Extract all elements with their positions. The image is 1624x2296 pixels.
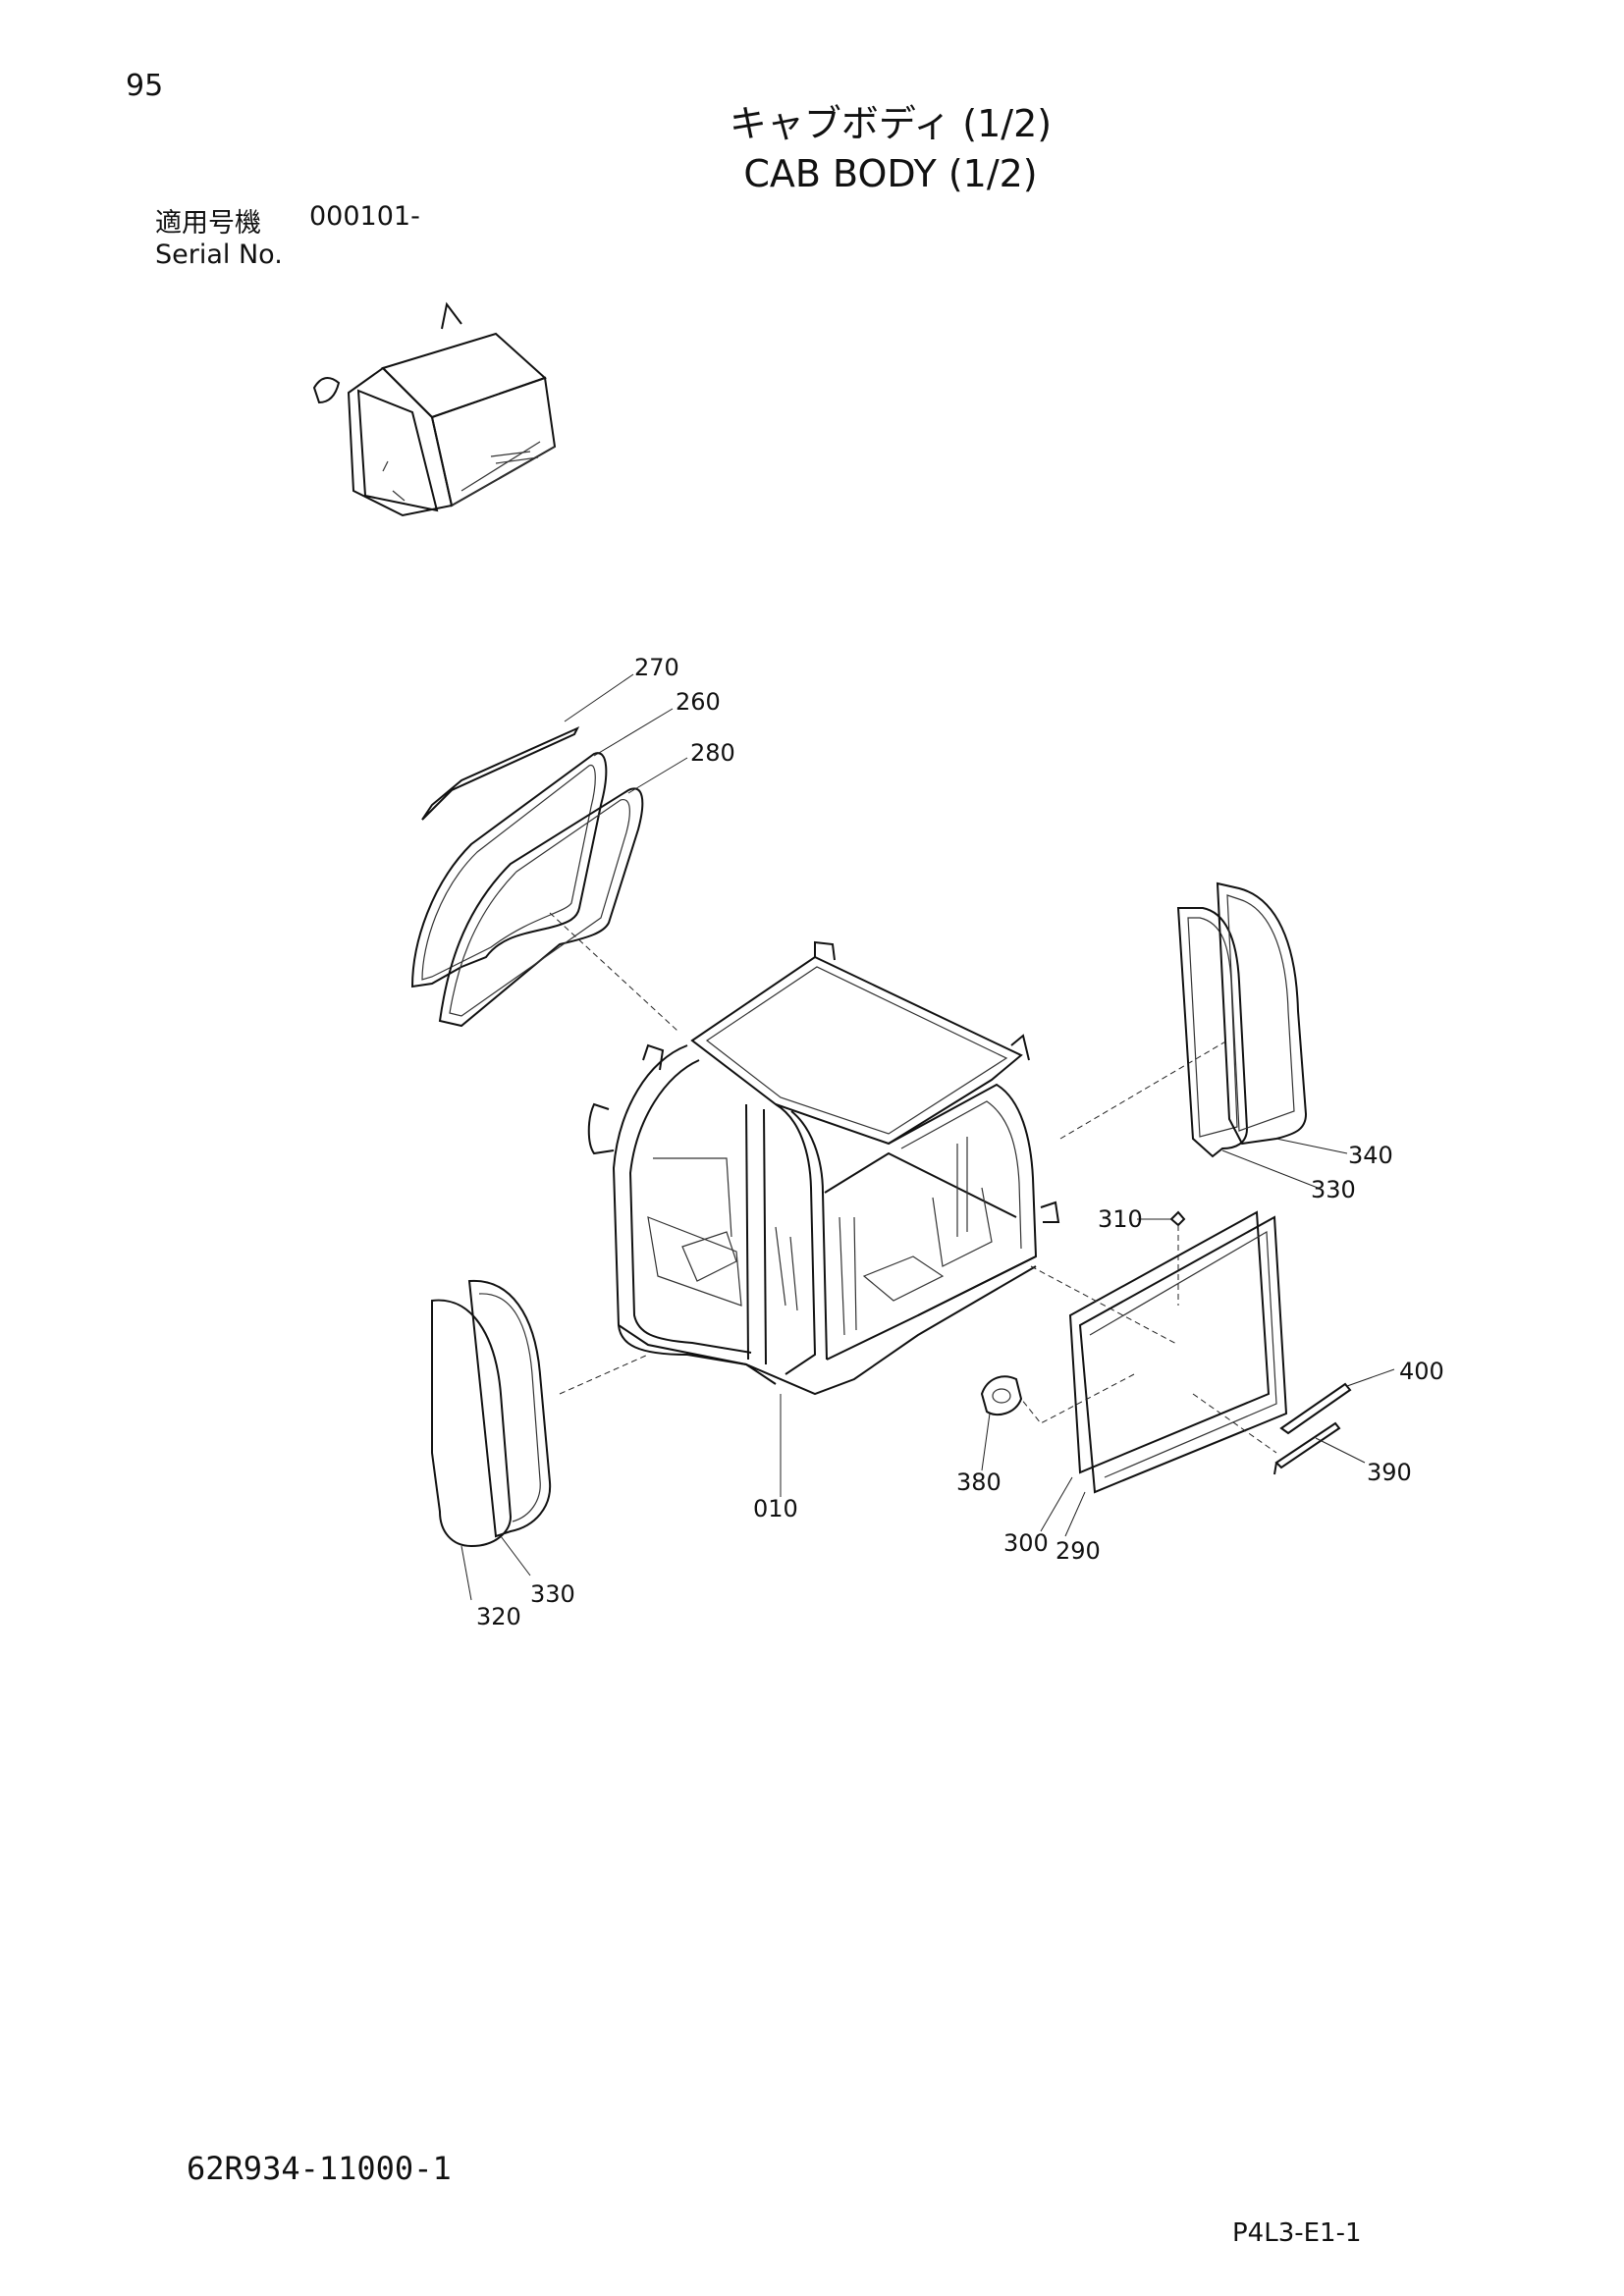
part-label-010: 010 <box>753 1495 798 1522</box>
part-label-330-right: 330 <box>1311 1176 1356 1203</box>
part-label-300: 300 <box>1003 1529 1049 1557</box>
page-number: 95 <box>126 69 164 103</box>
serial-label-japanese: 適用号機 <box>155 208 261 239</box>
part-label-330-left: 330 <box>530 1580 575 1608</box>
right-side-glass-parts <box>1176 881 1308 1158</box>
drawing-number: 62R934-11000-1 <box>187 2150 452 2187</box>
part-label-310: 310 <box>1098 1205 1143 1233</box>
door-glass-parts <box>1068 1210 1288 1494</box>
part-label-280: 280 <box>690 739 735 767</box>
part-label-290: 290 <box>1056 1537 1101 1565</box>
cab-body-010 <box>587 940 1060 1396</box>
page-title-japanese: キャブボディ (1/2) <box>729 102 1053 145</box>
part-label-340: 340 <box>1348 1142 1393 1169</box>
leader-lines <box>460 673 1395 1601</box>
serial-label-english: Serial No. <box>155 240 283 270</box>
part-label-380: 380 <box>956 1468 1001 1496</box>
part-label-270: 270 <box>634 654 679 681</box>
page-code: P4L3-E1-1 <box>1232 2218 1362 2248</box>
part-label-400: 400 <box>1399 1358 1444 1385</box>
overview-cab-illustration <box>312 301 557 517</box>
left-side-glass-parts <box>431 1279 552 1548</box>
page-title-english: CAB BODY (1/2) <box>743 152 1038 195</box>
part-label-260: 260 <box>676 688 721 716</box>
small-parts <box>980 1210 1352 1475</box>
serial-number-value: 000101- <box>309 201 420 232</box>
part-label-320: 320 <box>476 1603 521 1630</box>
rear-glass-parts <box>410 725 644 1028</box>
part-label-390: 390 <box>1367 1459 1412 1486</box>
